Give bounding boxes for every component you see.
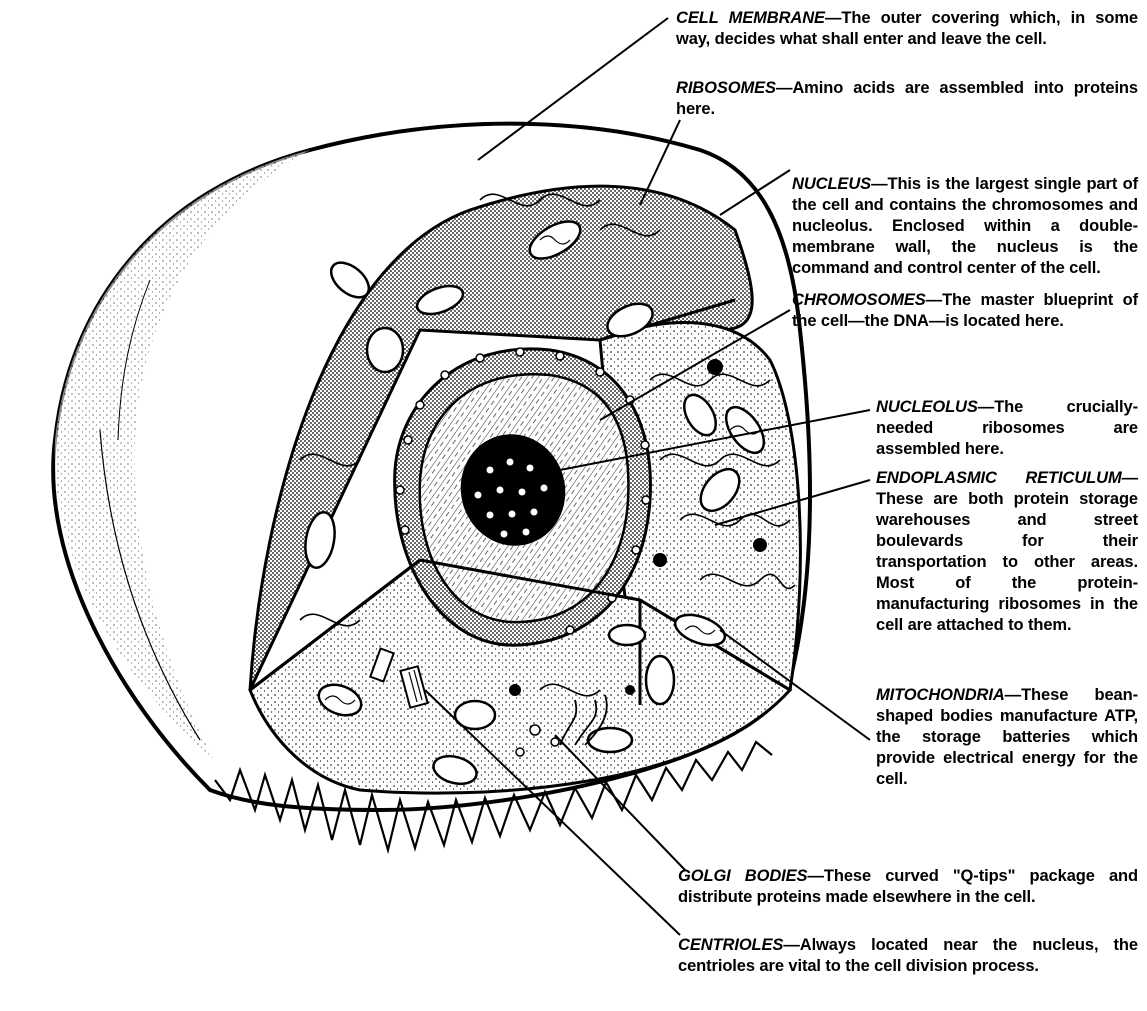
label-centrioles: CENTRIOLES—Always located near the nucle… bbox=[678, 935, 1138, 977]
label-chromosomes: CHROMOSOMES—The master blueprint of the … bbox=[792, 290, 1138, 332]
label-ribosomes: RIBOSOMES—Amino acids are assembled into… bbox=[676, 78, 1138, 120]
term-centrioles: CENTRIOLES bbox=[678, 936, 783, 954]
label-mitochondria: MITOCHONDRIA—These bean-shaped bodies ma… bbox=[876, 685, 1138, 790]
term-cell-membrane: CELL MEMBRANE bbox=[676, 9, 825, 27]
term-chromosomes: CHROMOSOMES bbox=[792, 291, 926, 309]
label-nucleus: NUCLEUS—This is the largest single part … bbox=[792, 174, 1138, 279]
term-golgi-bodies: GOLGI BODIES bbox=[678, 867, 807, 885]
label-endoplasmic-reticulum: ENDOPLASMIC RETICULUM—These are both pro… bbox=[876, 468, 1138, 636]
term-ribosomes: RIBOSOMES bbox=[676, 79, 776, 97]
label-cell-membrane: CELL MEMBRANE—The outer covering which, … bbox=[676, 8, 1138, 50]
term-mitochondria: MITOCHONDRIA bbox=[876, 686, 1005, 704]
term-nucleolus: NUCLEOLUS bbox=[876, 398, 978, 416]
term-endoplasmic-reticulum: ENDOPLASMIC RETICULUM bbox=[876, 469, 1122, 487]
desc-endoplasmic-reticulum: These are both protein storage warehouse… bbox=[876, 490, 1138, 634]
label-golgi-bodies: GOLGI BODIES—These curved "Q-tips" packa… bbox=[678, 866, 1138, 908]
label-nucleolus: NUCLEOLUS—The crucially-needed ribosomes… bbox=[876, 397, 1138, 460]
term-nucleus: NUCLEUS bbox=[792, 175, 871, 193]
